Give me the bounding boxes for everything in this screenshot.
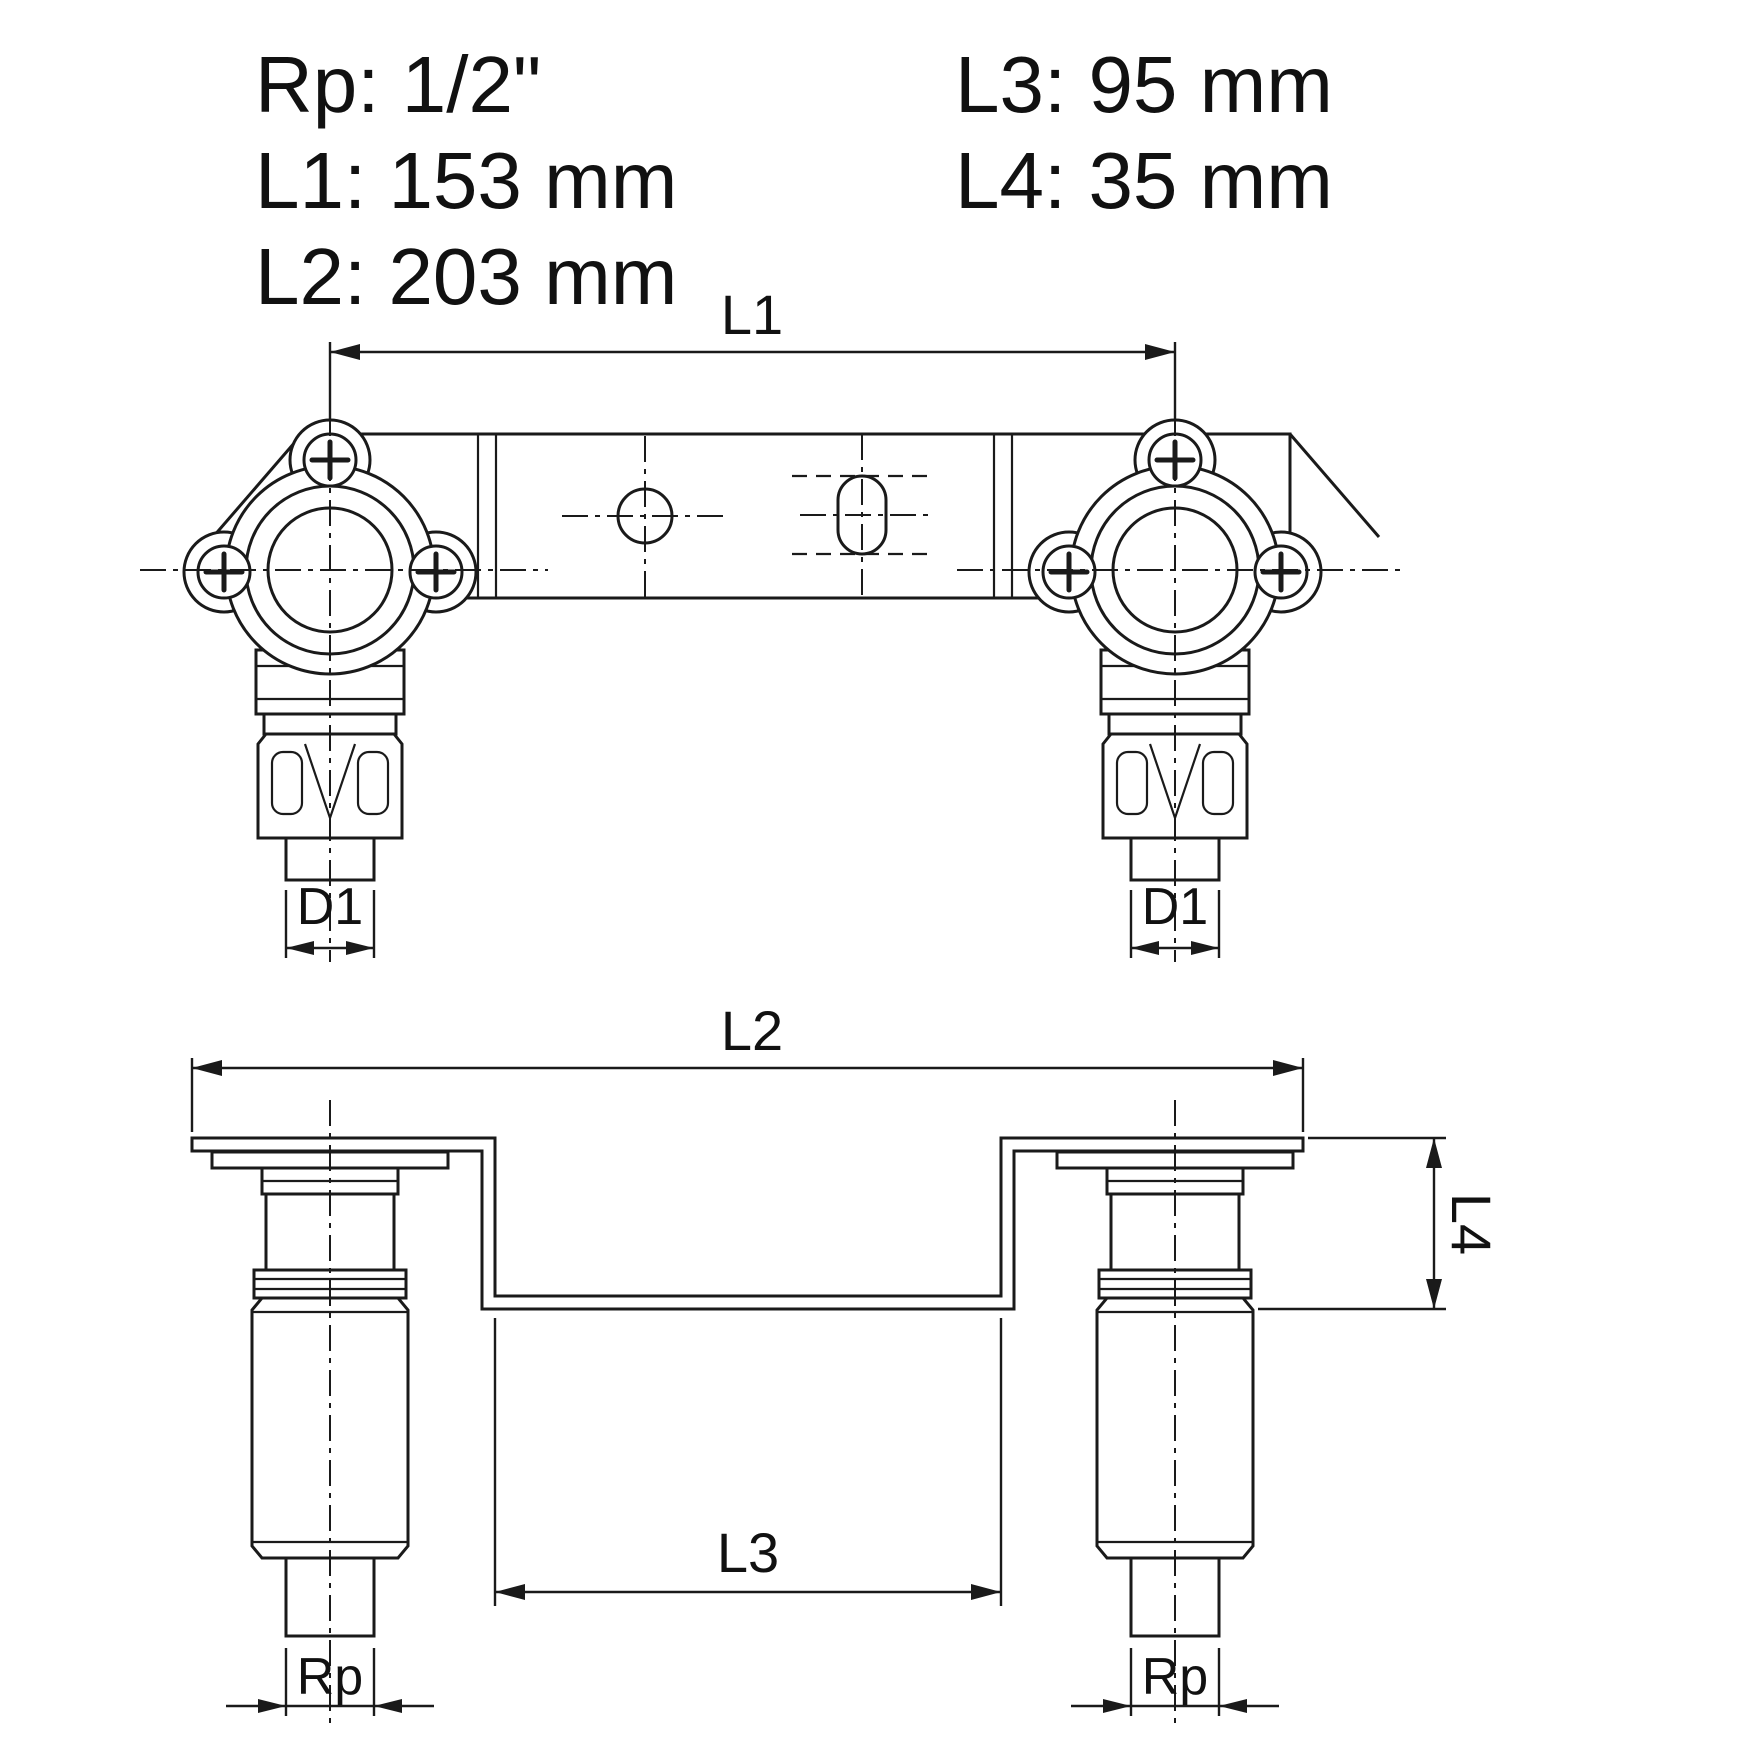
- spec-line-l4: L4: 35 mm: [955, 136, 1333, 225]
- arrowhead: [192, 1060, 222, 1076]
- arrowhead: [1145, 344, 1175, 360]
- spec-line-rp: Rp: 1/2": [255, 40, 541, 129]
- arrowhead: [1426, 1279, 1442, 1309]
- spec-line-l2: L2: 203 mm: [255, 232, 677, 321]
- sleeve-window: [356, 750, 390, 816]
- phillips-screw: [196, 544, 252, 600]
- dim-label-d1-right: D1: [1142, 878, 1208, 936]
- dimension-l2: L2: [190, 999, 1305, 1132]
- dim-label-l4: L4: [1440, 1193, 1503, 1255]
- arrowhead: [286, 941, 314, 955]
- plate-hole: [562, 436, 728, 600]
- arrowhead: [1426, 1138, 1442, 1168]
- arrowhead: [346, 941, 374, 955]
- bracket-profile: [190, 1136, 1305, 1311]
- arrowhead: [330, 344, 360, 360]
- phillips-screw: [408, 544, 464, 600]
- dim-label-d1-left: D1: [297, 878, 363, 936]
- arrowhead: [374, 1699, 402, 1713]
- spec-line-l3: L3: 95 mm: [955, 40, 1333, 129]
- elbow-fitting-side-right: [1055, 1098, 1295, 1728]
- arrowhead: [495, 1584, 525, 1600]
- dim-label-rp-left: Rp: [297, 1648, 363, 1706]
- front-view: L1: [140, 283, 1400, 962]
- elbow-fitting-side: [210, 1100, 450, 1726]
- sleeve-window: [270, 750, 304, 816]
- plate-slot: [792, 434, 934, 600]
- side-view: L2: [190, 999, 1503, 1728]
- arrowhead: [258, 1699, 286, 1713]
- spec-line-l1: L1: 153 mm: [255, 136, 677, 225]
- dim-label-rp-right: Rp: [1142, 1648, 1208, 1706]
- dimension-d1-graphics: [284, 890, 376, 958]
- dimension-l4: L4: [1258, 1136, 1503, 1311]
- dimension-l1: L1: [328, 283, 1177, 430]
- dim-label-l1: L1: [721, 283, 783, 346]
- arrowhead: [1273, 1060, 1303, 1076]
- dim-label-l3: L3: [717, 1521, 779, 1584]
- arrowhead: [971, 1584, 1001, 1600]
- dimension-l3: L3: [493, 1318, 1003, 1606]
- dim-label-l2: L2: [721, 999, 783, 1062]
- spec-text-block: Rp: 1/2" L1: 153 mm L2: 203 mm L3: 95 mm…: [255, 40, 1333, 321]
- elbow-fitting-front: [182, 410, 478, 962]
